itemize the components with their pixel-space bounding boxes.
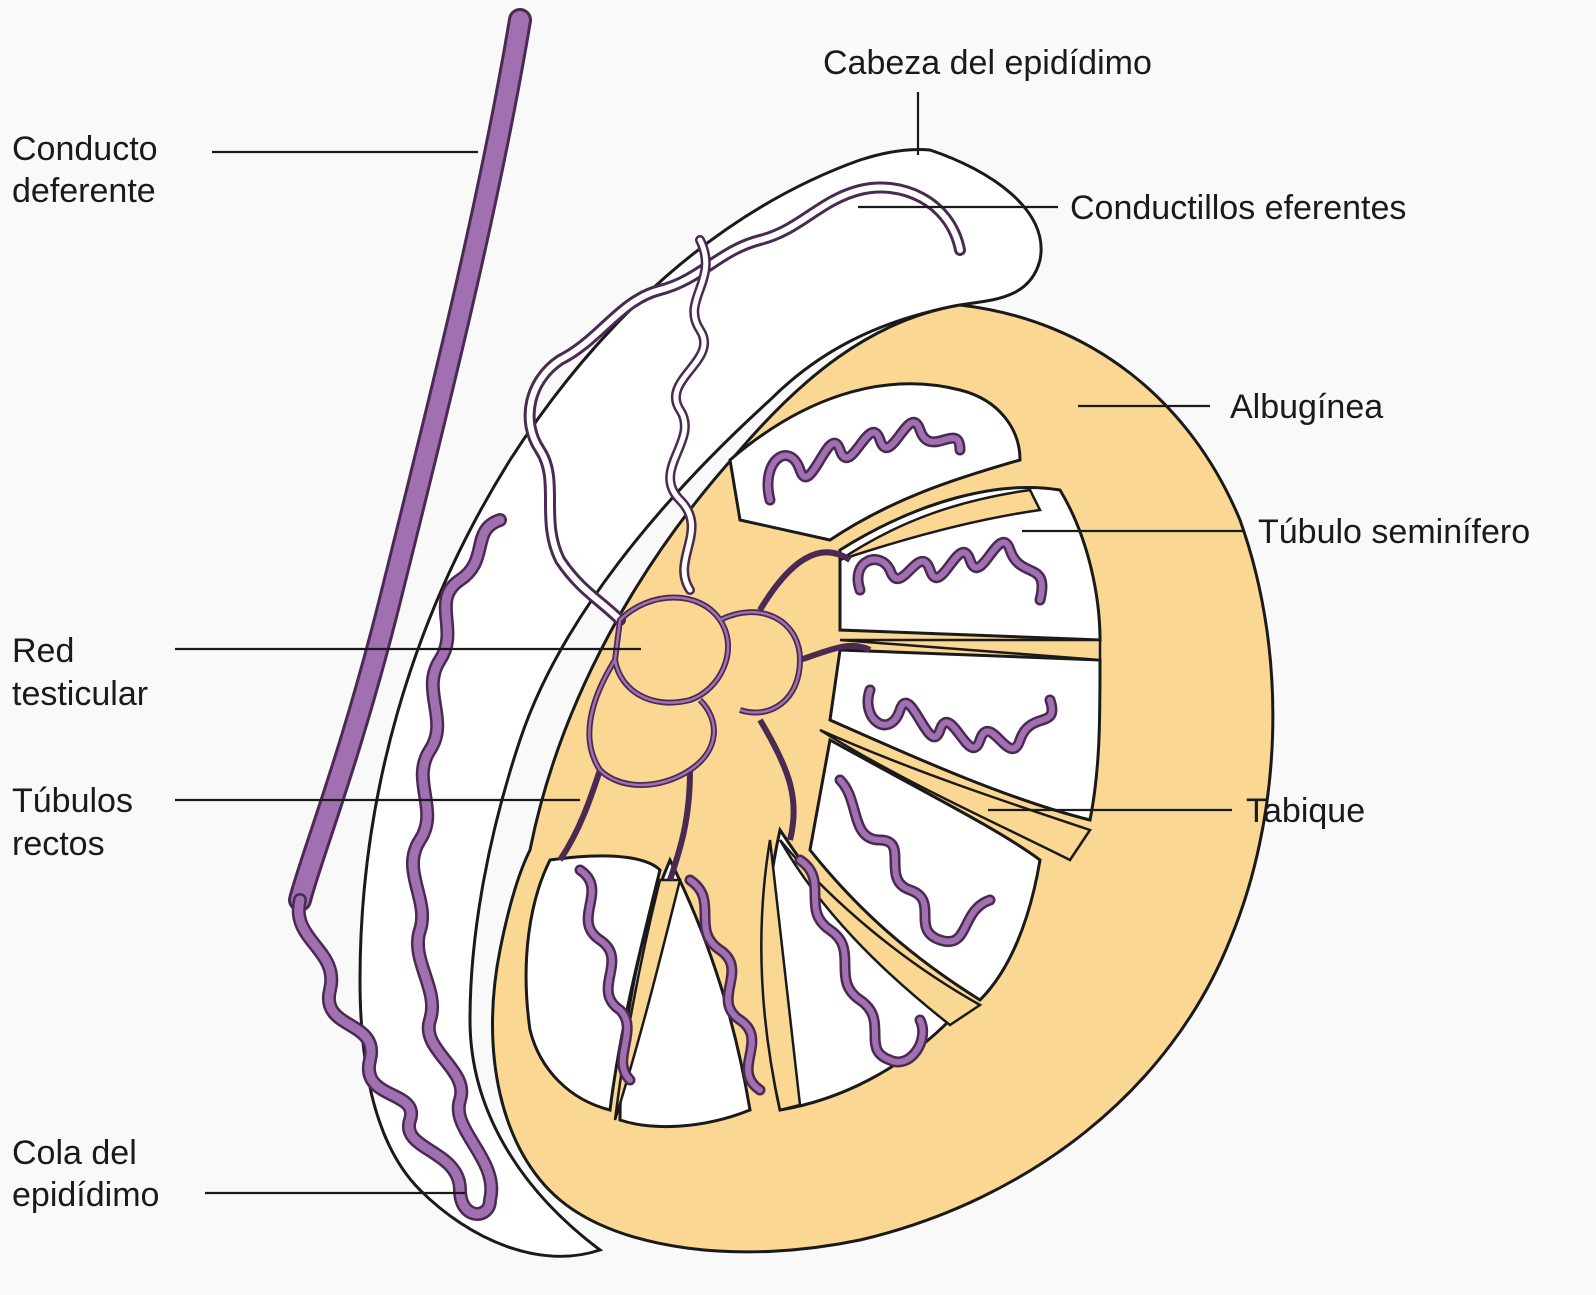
label-red-testicular-2: testicular bbox=[12, 675, 148, 713]
label-tubulo-seminifero: Túbulo seminífero bbox=[1258, 513, 1530, 551]
label-cola-epididimo-2: epidídimo bbox=[12, 1176, 159, 1214]
label-tabique: Tabique bbox=[1246, 792, 1365, 830]
label-tubulos-rectos-1: Túbulos bbox=[12, 782, 133, 820]
label-red-testicular-1: Red bbox=[12, 632, 74, 670]
label-cabeza-epididimo: Cabeza del epidídimo bbox=[823, 44, 1152, 82]
label-albuginea: Albugínea bbox=[1230, 388, 1383, 426]
label-tubulos-rectos-2: rectos bbox=[12, 825, 105, 863]
label-conducto-deferente-1: Conducto bbox=[12, 130, 158, 168]
label-cola-epididimo-1: Cola del bbox=[12, 1134, 137, 1172]
label-conducto-deferente-2: deferente bbox=[12, 172, 156, 210]
label-conductillos-eferentes: Conductillos eferentes bbox=[1070, 189, 1406, 227]
